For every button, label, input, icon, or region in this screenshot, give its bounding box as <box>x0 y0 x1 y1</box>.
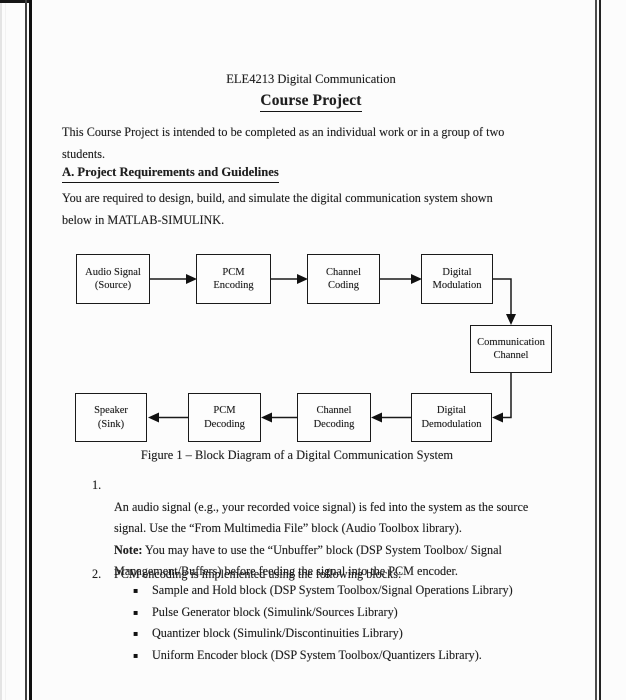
diagram-box-pcm-decoding: PCM Decoding <box>188 393 261 442</box>
list-item-text: An audio signal (e.g., your recorded voi… <box>114 499 529 536</box>
list-item-text: PCM encoding is implemented using the fo… <box>114 567 402 581</box>
diagram-box-pcm-encoding: PCM Encoding <box>196 254 271 304</box>
diagram-connector-arrows <box>148 274 516 423</box>
bullet-text: Uniform Encoder block (DSP System Toolbo… <box>152 647 482 662</box>
bullet-item: ▪ Uniform Encoder block (DSP System Tool… <box>133 645 603 667</box>
list-item-number: 2. <box>92 567 102 581</box>
note-line: Note: You may have to use the “Unbuffer”… <box>114 540 604 583</box>
section-a-heading: A. Project Requirements and Guidelines <box>62 163 279 183</box>
section-a-body: You are required to design, build, and s… <box>62 191 493 227</box>
page-border-right-inner <box>595 0 597 700</box>
diagram-box-digital-modulation: Digital Modulation <box>421 254 493 304</box>
bullet-square-icon: ▪ <box>133 586 139 595</box>
bullet-item: ▪ Pulse Generator block (Simulink/Source… <box>133 602 603 624</box>
page-title-text: Course Project <box>260 92 362 112</box>
page-border-left-outer <box>24 0 27 700</box>
figure-caption: Figure 1 – Block Diagram of a Digital Co… <box>140 448 454 462</box>
scan-edge-faint-line <box>5 0 6 700</box>
note-text: You may have to use the “Unbuffer” block… <box>114 542 502 579</box>
note-label: Note: <box>114 542 143 557</box>
page-title: Course Project <box>62 92 560 112</box>
block-diagram-figure: Audio Signal (Source) PCM Encoding Chann… <box>0 250 626 450</box>
bullet-square-icon: ▪ <box>133 607 139 617</box>
bullet-square-icon: ▪ <box>133 629 139 638</box>
list-item-body: An audio signal (e.g., your recorded voi… <box>114 475 604 604</box>
diagram-box-channel-coding: Channel Coding <box>307 254 380 304</box>
diagram-box-speaker-sink: Speaker (Sink) <box>75 393 147 442</box>
diagram-box-digital-demodulation: Digital Demodulation <box>411 393 492 442</box>
list-item-number: 1. <box>92 478 102 492</box>
list-item-2: 2. PCM encoding is implemented using the… <box>92 564 604 586</box>
course-code-line: ELE4213 Digital Communication <box>226 72 396 86</box>
bullet-square-icon: ▪ <box>133 650 139 660</box>
diagram-box-audio-source: Audio Signal (Source) <box>76 254 150 304</box>
intro-paragraph: This Course Project is intended to be co… <box>62 125 505 161</box>
bullet-text: Sample and Hold block (DSP System Toolbo… <box>152 583 513 597</box>
bullet-text: Pulse Generator block (Simulink/Sources … <box>152 604 398 619</box>
diagram-box-channel-decoding: Channel Decoding <box>297 393 371 442</box>
pcm-blocks-bullet-list: ▪ Sample and Hold block (DSP System Tool… <box>133 580 603 666</box>
scan-edge-faint-line <box>0 0 2 700</box>
page-border-left-inner <box>28 0 32 700</box>
section-a-heading-text: A. Project Requirements and Guidelines <box>62 165 279 183</box>
diagram-box-communication-channel: Communication Channel <box>470 325 552 373</box>
scan-top-edge-line <box>0 0 31 3</box>
page-border-right-outer <box>598 0 601 700</box>
list-item-1: 1. An audio signal (e.g., your recorded … <box>92 475 604 604</box>
bullet-text: Quantizer block (Simulink/Discontinuitie… <box>152 626 403 640</box>
bullet-item: ▪ Sample and Hold block (DSP System Tool… <box>133 580 603 602</box>
bullet-item: ▪ Quantizer block (Simulink/Discontinuit… <box>133 623 603 645</box>
